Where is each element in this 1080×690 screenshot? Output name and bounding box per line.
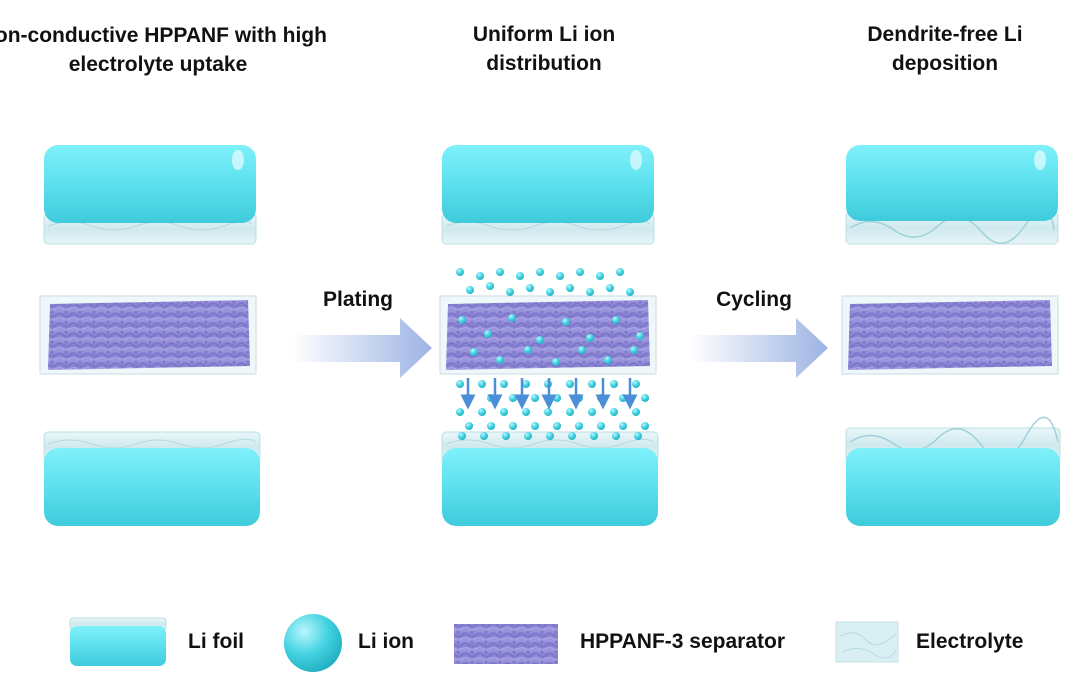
li-ion [500, 408, 508, 416]
li-ion-arrows [460, 378, 638, 410]
title-step1: Ion-conductive HPPANF with high electrol… [0, 24, 327, 76]
li-ion [456, 268, 464, 276]
li-ion [508, 314, 516, 322]
col1-top-li-foil [44, 145, 256, 223]
li-ion [596, 272, 604, 280]
li-ion [641, 422, 649, 430]
li-ion [568, 432, 576, 440]
li-ion [576, 268, 584, 276]
li-ion [597, 422, 605, 430]
li-ion [566, 408, 574, 416]
li-ion [553, 394, 561, 402]
li-ion [632, 380, 640, 388]
li-ion [509, 422, 517, 430]
col3-separator [841, 295, 1059, 375]
li-ion [524, 432, 532, 440]
li-ion [616, 268, 624, 276]
col2-top-li-foil [442, 145, 654, 223]
li-ion [586, 334, 594, 342]
li-ion [506, 288, 514, 296]
li-ion [612, 316, 620, 324]
col2-bottom-li-foil [442, 448, 658, 526]
li-ion [496, 356, 504, 364]
li-ion [586, 288, 594, 296]
li-ion [562, 318, 570, 326]
legend-electrolyte-label: Electrolyte [916, 630, 1024, 653]
li-ion [612, 432, 620, 440]
li-ion [522, 408, 530, 416]
title-step2: Uniform Li ion distribution [472, 23, 616, 75]
li-ion [636, 332, 644, 340]
col1-bottom-li-foil [44, 448, 260, 526]
li-ion [470, 348, 478, 356]
li-ion [590, 432, 598, 440]
li-ion [496, 268, 504, 276]
col1-separator [39, 295, 257, 375]
li-ion [641, 394, 649, 402]
li-ion [610, 408, 618, 416]
li-ion [619, 394, 627, 402]
li-ion [500, 380, 508, 388]
li-ion [604, 356, 612, 364]
legend-li-foil-label: Li foil [188, 630, 244, 653]
legend-li-ion-icon [284, 614, 342, 672]
li-ion [546, 432, 554, 440]
li-ion [480, 432, 488, 440]
li-ion [522, 380, 530, 388]
li-ion [476, 272, 484, 280]
cycling-arrow [690, 318, 828, 378]
legend-electrolyte-icon [835, 621, 899, 663]
li-ion [626, 288, 634, 296]
li-ion [632, 408, 640, 416]
li-ion [526, 284, 534, 292]
li-ion [578, 346, 586, 354]
li-ion [588, 380, 596, 388]
li-ion [606, 284, 614, 292]
plating-label: Plating [322, 288, 393, 311]
li-ion [566, 284, 574, 292]
li-ion [553, 422, 561, 430]
legend-li-ion-label: Li ion [358, 630, 414, 653]
li-ion [487, 422, 495, 430]
li-ion [516, 272, 524, 280]
li-ion [552, 358, 560, 366]
li-ion [588, 408, 596, 416]
li-ion [456, 380, 464, 388]
li-ion [536, 336, 544, 344]
li-ion [509, 394, 517, 402]
col3-bottom-li-foil [846, 448, 1060, 526]
li-ion [456, 408, 464, 416]
li-ion [619, 422, 627, 430]
col2-separator [439, 295, 657, 375]
li-ion [536, 268, 544, 276]
li-ion [465, 422, 473, 430]
col3-top-li-foil [846, 145, 1058, 221]
li-ion [458, 432, 466, 440]
plating-arrow [292, 318, 432, 378]
li-ion [478, 380, 486, 388]
li-ion [566, 380, 574, 388]
li-ion [610, 380, 618, 388]
li-ion [486, 282, 494, 290]
li-ion [484, 330, 492, 338]
cycling-label: Cycling [716, 288, 792, 311]
li-ion [575, 422, 583, 430]
legend-separator-icon [454, 624, 558, 664]
li-ion [546, 288, 554, 296]
li-ion [524, 346, 532, 354]
li-ion [556, 272, 564, 280]
title-step3: Dendrite-free Li deposition [867, 23, 1023, 75]
li-ion [531, 422, 539, 430]
li-ion [544, 408, 552, 416]
li-ion [466, 286, 474, 294]
li-ion [531, 394, 539, 402]
li-ion [630, 346, 638, 354]
li-ion [458, 316, 466, 324]
li-ion [502, 432, 510, 440]
li-ion [478, 408, 486, 416]
legend-separator-label: HPPANF-3 separator [580, 630, 785, 653]
legend-li-foil-icon [69, 617, 167, 666]
li-ion [634, 432, 642, 440]
